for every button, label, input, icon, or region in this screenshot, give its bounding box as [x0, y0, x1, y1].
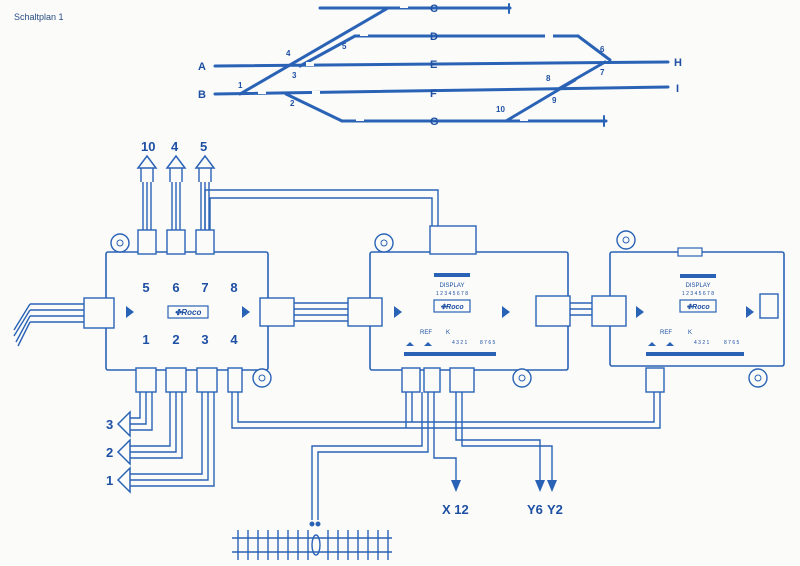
switch-number-5: 5: [342, 42, 347, 51]
module-3-k-values-b: 8 7 6 5: [724, 340, 740, 346]
crossover-upper: [238, 6, 390, 96]
switch-number-2: 2: [290, 99, 295, 108]
wire-up-4: [171, 182, 181, 230]
track-breaks: [258, 4, 598, 121]
arrowheads: [451, 480, 557, 492]
output-label-left-3: 3: [106, 417, 113, 432]
module-1-port-8: 8: [230, 280, 237, 295]
track-label-f: F: [430, 88, 437, 100]
output-label-y6: Y6: [527, 502, 543, 517]
module-1-port-2: 2: [172, 332, 179, 347]
output-label-up-4: 4: [171, 139, 179, 154]
module-3-k-values-a: 4 3 2 1: [694, 340, 710, 346]
track-plan: [213, 3, 670, 127]
wire-port4: [231, 392, 661, 429]
module-1-port-4: 4: [230, 332, 238, 347]
switch-number-10: 10: [496, 105, 505, 114]
wire-y: [455, 392, 553, 480]
track-label-g: G: [430, 116, 439, 128]
module-2-k-label: K: [446, 330, 450, 336]
crossover-lower: [284, 92, 344, 123]
crossover-eh: [558, 60, 607, 90]
output-label-left-1: 1: [106, 473, 113, 488]
diagram-title: Schaltplan 1: [14, 12, 64, 22]
wiring: [13, 182, 661, 520]
module-2-k-values-a: 4 3 2 1: [452, 340, 468, 346]
switch-number-8: 8: [546, 74, 551, 83]
module-3-display-digits: 1 2 3 4 5 6 7 8: [682, 291, 714, 297]
module-2-logo: ✤Roco: [440, 303, 464, 311]
module-3-logo: ✤Roco: [686, 303, 710, 311]
track-label-e: E: [430, 59, 437, 71]
module-2: ✤Roco DISPLAY 1 2 3 4 5 6 7 8 REF K 4 3 …: [347, 225, 571, 393]
switch-number-9: 9: [552, 96, 557, 105]
switch-number-6: 6: [600, 45, 605, 54]
open-arrows: [116, 154, 216, 494]
output-label-up-5: 5: [200, 139, 207, 154]
switch-number-7: 7: [600, 68, 605, 77]
track-label-i: I: [676, 83, 679, 95]
input-cable: [30, 303, 86, 323]
module-1-port-1: 1: [142, 332, 149, 347]
track-piece: [232, 521, 392, 560]
wire-display-top: [204, 189, 439, 230]
module-1-port-3: 3: [201, 332, 208, 347]
output-label-x12: X 12: [442, 502, 469, 517]
wire-up-10: [142, 182, 152, 230]
output-label-y2: Y2: [547, 502, 563, 517]
wire-out-1: [128, 392, 215, 487]
module-3: ✤Roco DISPLAY 1 2 3 4 5 6 7 8 REF K 4 3 …: [591, 230, 785, 393]
module-2-display-digits: 1 2 3 4 5 6 7 8: [436, 291, 468, 297]
switch-number-1: 1: [238, 81, 243, 90]
module-3-k-label: K: [688, 330, 692, 336]
track-label-d: D: [430, 31, 438, 43]
module-1-port-7: 7: [201, 280, 208, 295]
track-b: [213, 85, 670, 96]
wire-out-2: [128, 392, 183, 459]
track-label-a: A: [198, 61, 206, 73]
bus-1-2: [292, 302, 350, 322]
module-1-port-6: 6: [172, 280, 179, 295]
wire-x12: [311, 392, 457, 520]
wire-out-3: [128, 392, 153, 431]
module-1-port-5: 5: [142, 280, 149, 295]
module-2-ref-label: REF: [420, 330, 432, 336]
switch-number-3: 3: [292, 71, 297, 80]
crossover-d: [298, 34, 357, 68]
module-1: ✤Roco: [83, 229, 295, 393]
module-1-logo: ✤Roco: [175, 308, 202, 317]
module-3-display-label: DISPLAY: [686, 283, 711, 289]
track-label-h: H: [674, 57, 682, 69]
track-label-b: B: [198, 89, 206, 101]
bus-2-3: [568, 302, 594, 316]
module-2-display-label: DISPLAY: [440, 283, 465, 289]
module-2-k-values-b: 8 7 6 5: [480, 340, 496, 346]
switch-number-4: 4: [286, 49, 291, 58]
output-label-left-2: 2: [106, 445, 113, 460]
module-3-ref-label: REF: [660, 330, 672, 336]
output-label-up-10: 10: [141, 139, 155, 154]
crossover-d-right: [576, 34, 612, 62]
track-label-c: C: [430, 3, 438, 15]
